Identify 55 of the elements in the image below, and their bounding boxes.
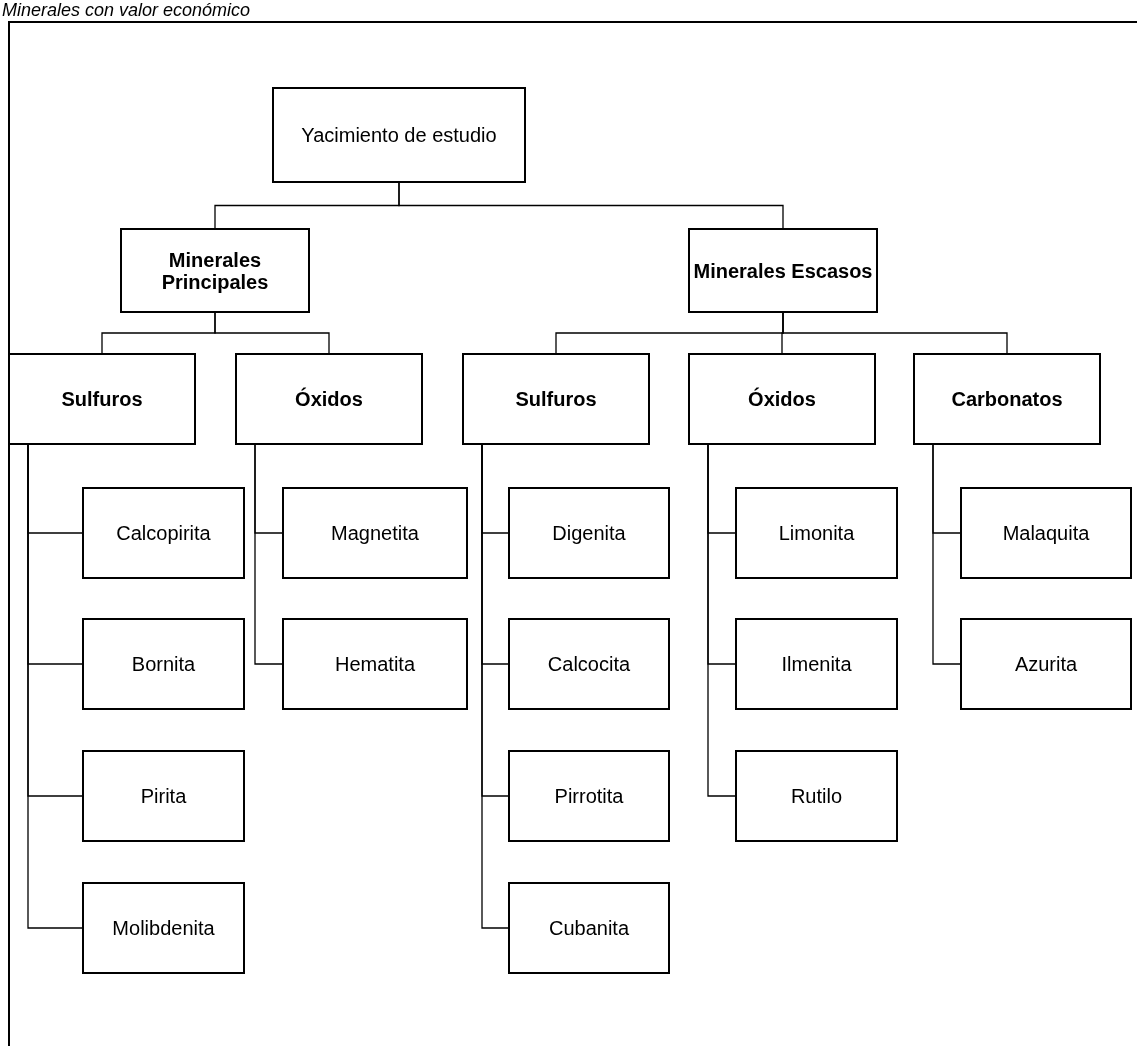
- mineral-box: [82, 618, 245, 710]
- mineral-box: [508, 750, 670, 842]
- diagram-title: Minerales con valor económico: [2, 0, 251, 20]
- node-label: Molibdenita: [112, 917, 215, 939]
- node-label: Sulfuros: [61, 388, 143, 410]
- category-box: [235, 353, 423, 445]
- node-label: Digenita: [552, 522, 626, 544]
- mineral-box: [82, 882, 245, 974]
- connector-line: [254, 444, 283, 665]
- node-label: Minerales Escasos: [693, 259, 873, 282]
- node-label: Pirita: [140, 785, 187, 807]
- node-label: Azurita: [1014, 653, 1078, 675]
- root-box: [272, 87, 526, 183]
- node-label: Hematita: [335, 653, 415, 675]
- connector-line: [481, 444, 509, 929]
- node-label: Malaquita: [1002, 522, 1090, 544]
- node-label: Calcopirita: [116, 522, 211, 544]
- node-label: Calcocita: [547, 653, 631, 675]
- mineral-box: [735, 750, 898, 842]
- mineral-box: [282, 487, 468, 579]
- connector-line: [27, 444, 83, 929]
- connector-line: [398, 182, 784, 229]
- node-label: Cubanita: [548, 917, 630, 939]
- node-label: Limonita: [778, 522, 855, 544]
- node-label: Bornita: [131, 653, 196, 675]
- node-label: Sulfuros: [515, 388, 597, 410]
- node-label: Ilmenita: [781, 653, 852, 675]
- mineral-box: [508, 618, 670, 710]
- node-label: Carbonatos: [951, 388, 1063, 410]
- category-box: [120, 228, 310, 313]
- category-box: [688, 353, 876, 445]
- mineral-box: [735, 487, 898, 579]
- connector-line: [707, 444, 736, 797]
- mineral-box: [960, 487, 1132, 579]
- mineral-box: [82, 750, 245, 842]
- connector-line: [214, 312, 330, 354]
- node-label: Pirrotita: [554, 785, 624, 807]
- node-label: Yacimiento de estudio: [301, 124, 497, 146]
- mineral-box: [735, 618, 898, 710]
- connector-line: [782, 312, 1008, 354]
- node-label: Rutilo: [790, 785, 843, 807]
- category-box: [462, 353, 650, 445]
- mineral-box: [508, 882, 670, 974]
- node-label: Óxidos: [295, 388, 363, 410]
- mineral-box: [960, 618, 1132, 710]
- node-label: Minerales Principales: [160, 248, 270, 293]
- node-label: Magnetita: [331, 522, 419, 544]
- mineral-box: [282, 618, 468, 710]
- node-label: Óxidos: [748, 388, 816, 410]
- mineral-box: [508, 487, 670, 579]
- category-box: [8, 353, 196, 445]
- mineral-box: [82, 487, 245, 579]
- category-box: [913, 353, 1101, 445]
- connector-line: [932, 444, 961, 665]
- category-box: [688, 228, 878, 313]
